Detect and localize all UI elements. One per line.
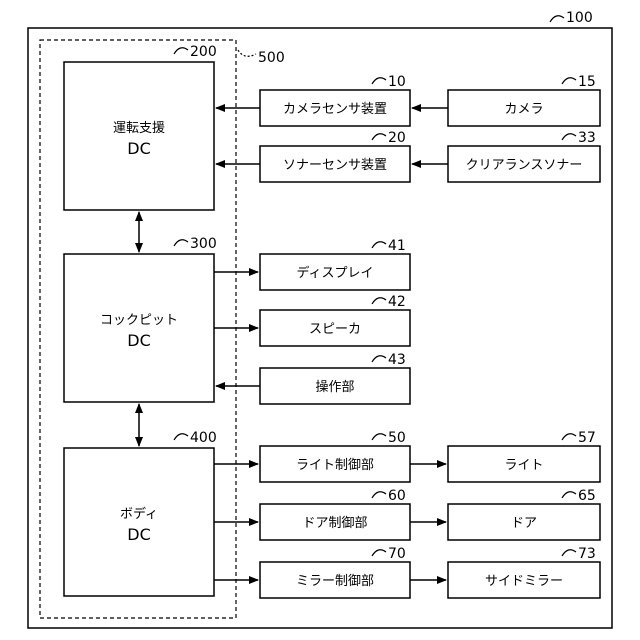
light-label: ライト xyxy=(504,458,543,473)
light-ctrl-ref-leader xyxy=(372,434,386,440)
clearance-sonar-ref: 33 xyxy=(578,130,596,146)
door-ref: 65 xyxy=(578,488,596,504)
body-dc-ref: 400 xyxy=(190,430,217,446)
clearance-sonar-ref-leader xyxy=(562,134,576,140)
door-ctrl-label: ドア制御部 xyxy=(302,516,367,531)
light-ref-leader xyxy=(562,434,576,440)
system-ref-leader xyxy=(550,16,564,22)
door-label: ドア xyxy=(511,516,537,531)
mirror-ctrl-label: ミラー制御部 xyxy=(296,574,374,589)
body-dc-name: ボディ xyxy=(120,506,158,522)
cockpit-dc-box xyxy=(64,254,214,402)
camera-ref: 15 xyxy=(578,74,596,90)
body-dc-sub: DC xyxy=(127,525,151,544)
speaker-ref-leader xyxy=(372,298,386,304)
ads-dc-ref-leader xyxy=(174,48,188,54)
camera-ref-leader xyxy=(562,78,576,84)
operation-unit-ref: 43 xyxy=(388,352,406,368)
camera-label: カメラ xyxy=(504,102,543,117)
operation-unit-label: 操作部 xyxy=(315,379,354,395)
sonar-sensor-label: ソナーセンサ装置 xyxy=(283,158,387,173)
system-ref: 100 xyxy=(566,10,593,26)
ads-dc-name: 運転支援 xyxy=(113,121,165,136)
body-dc-box xyxy=(64,448,214,596)
camera-sensor-label: カメラセンサ装置 xyxy=(283,102,387,117)
display-ref: 41 xyxy=(388,238,406,254)
cockpit-dc-ref-leader xyxy=(174,240,188,246)
operation-unit-ref-leader xyxy=(372,356,386,362)
ads-dc-sub: DC xyxy=(127,139,151,158)
domain-group-ref: 500 xyxy=(258,50,285,66)
display-label: ディスプレイ xyxy=(296,265,373,281)
door-ref-leader xyxy=(562,492,576,498)
camera-sensor-ref-leader xyxy=(372,78,386,84)
light-ctrl-label: ライト制御部 xyxy=(296,458,374,473)
ads-dc-ref: 200 xyxy=(190,44,217,60)
cockpit-dc-ref: 300 xyxy=(190,236,217,252)
door-ctrl-ref-leader xyxy=(372,492,386,498)
domain-group-ref-leader xyxy=(238,50,256,56)
door-ctrl-ref: 60 xyxy=(388,488,406,504)
side-mirror-ref: 73 xyxy=(578,546,596,562)
camera-sensor-ref: 10 xyxy=(388,74,406,90)
sonar-sensor-ref: 20 xyxy=(388,130,406,146)
display-ref-leader xyxy=(372,242,386,248)
mirror-ctrl-ref: 70 xyxy=(388,546,406,562)
light-ref: 57 xyxy=(578,430,596,446)
sonar-sensor-ref-leader xyxy=(372,134,386,140)
body-dc-ref-leader xyxy=(174,434,188,440)
cockpit-dc-sub: DC xyxy=(127,331,151,350)
speaker-label: スピーカ xyxy=(309,322,361,337)
clearance-sonar-label: クリアランスソナー xyxy=(466,158,583,173)
cockpit-dc-name: コックピット xyxy=(100,313,178,328)
speaker-ref: 42 xyxy=(388,294,406,310)
light-ctrl-ref: 50 xyxy=(388,430,406,446)
mirror-ctrl-ref-leader xyxy=(372,550,386,556)
side-mirror-ref-leader xyxy=(562,550,576,556)
ads-dc-box xyxy=(64,62,214,210)
side-mirror-label: サイドミラー xyxy=(485,574,563,589)
